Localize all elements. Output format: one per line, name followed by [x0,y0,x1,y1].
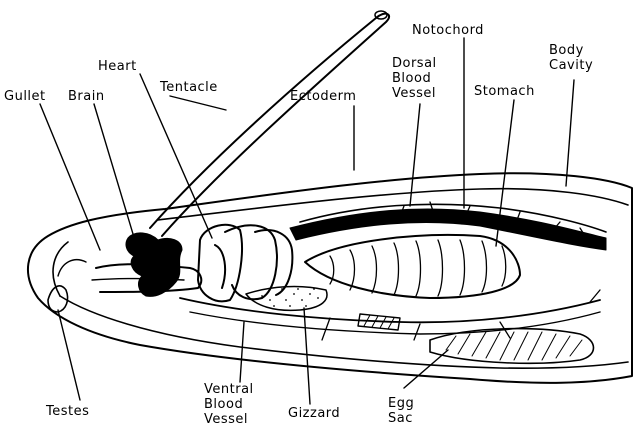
gizzard [245,285,328,312]
label-gizzard: Gizzard [288,406,340,421]
gizzard-stipple [261,288,319,307]
pointer-brain [93,103,137,245]
pointer-dorsal-blood-vessel [409,103,421,207]
label-ventral-blood-vessel: Ventral Blood Vessel [204,382,254,427]
label-brain-text: Brain [68,89,105,104]
pointer-stomach [495,99,515,247]
label-body-line-2: Cavity [549,58,594,73]
label-ectoderm: Ectoderm [290,89,356,104]
label-notochord: Notochord [412,23,484,38]
pointer-lines [39,37,575,405]
heart [197,223,294,303]
inner-ventral-line [59,295,629,369]
label-testes-text: Testes [46,404,90,419]
tentacle [149,12,391,237]
label-heart-text: Heart [98,59,137,74]
pointer-heart [139,73,213,239]
label-tentacle-text: Tentacle [160,80,218,95]
ventral-blood-vessel-lower [189,311,601,335]
label-gullet: Gullet [4,89,46,104]
stomach [304,234,521,299]
notochord [289,208,607,251]
pointer-ventral-blood-vessel [239,321,245,383]
label-dorsal-line-2: Blood [392,71,432,86]
label-notochord-text: Notochord [412,23,484,38]
tentacle-tip [374,10,388,20]
egg-sac-hatching [445,331,583,361]
body-outline [27,172,633,384]
label-egg-line-2: Sac [388,411,413,426]
label-gullet-text: Gullet [4,89,46,104]
testes [47,285,69,313]
label-body-line-1: Body [549,43,584,58]
pointer-testes [57,309,81,401]
gullet-inner [91,277,185,281]
label-dorsal-line-1: Dorsal [392,56,437,71]
gonad-block [357,313,401,331]
inner-anterior-line [52,241,69,297]
pointer-gizzard [303,307,311,405]
label-body-cavity: Body Cavity [549,43,593,73]
gullet [95,263,203,293]
label-dorsal-blood-vessel: Dorsal Blood Vessel [392,56,437,101]
pointer-tentacle [169,95,227,111]
ventral-blood-vessel [179,297,601,324]
label-ventral-line-1: Ventral [204,382,254,397]
gonad-block-hatching [363,314,395,330]
label-testes: Testes [46,404,89,419]
egg-sac [429,327,595,365]
dorsal-blood-vessel [299,203,607,233]
label-ventral-line-3: Vessel [204,412,249,427]
label-heart: Heart [98,59,137,74]
label-ventral-line-2: Blood [204,397,244,412]
label-ectoderm-text: Ectoderm [290,89,357,104]
testes-duct [57,258,87,277]
ectoderm-line [157,187,629,221]
label-gizzard-text: Gizzard [288,406,341,421]
label-stomach-text: Stomach [474,84,535,99]
pointer-egg-sac [403,349,449,389]
branch-vessels [321,201,601,341]
label-stomach: Stomach [474,84,535,99]
pointer-gullet [39,103,101,251]
stomach-ridges [329,239,507,297]
label-tentacle: Tentacle [160,80,218,95]
label-dorsal-line-3: Vessel [392,86,437,101]
label-egg-line-1: Egg [388,396,415,411]
label-brain: Brain [68,89,105,104]
label-egg-sac: Egg Sac [388,396,414,426]
pointer-body-cavity [565,79,575,187]
